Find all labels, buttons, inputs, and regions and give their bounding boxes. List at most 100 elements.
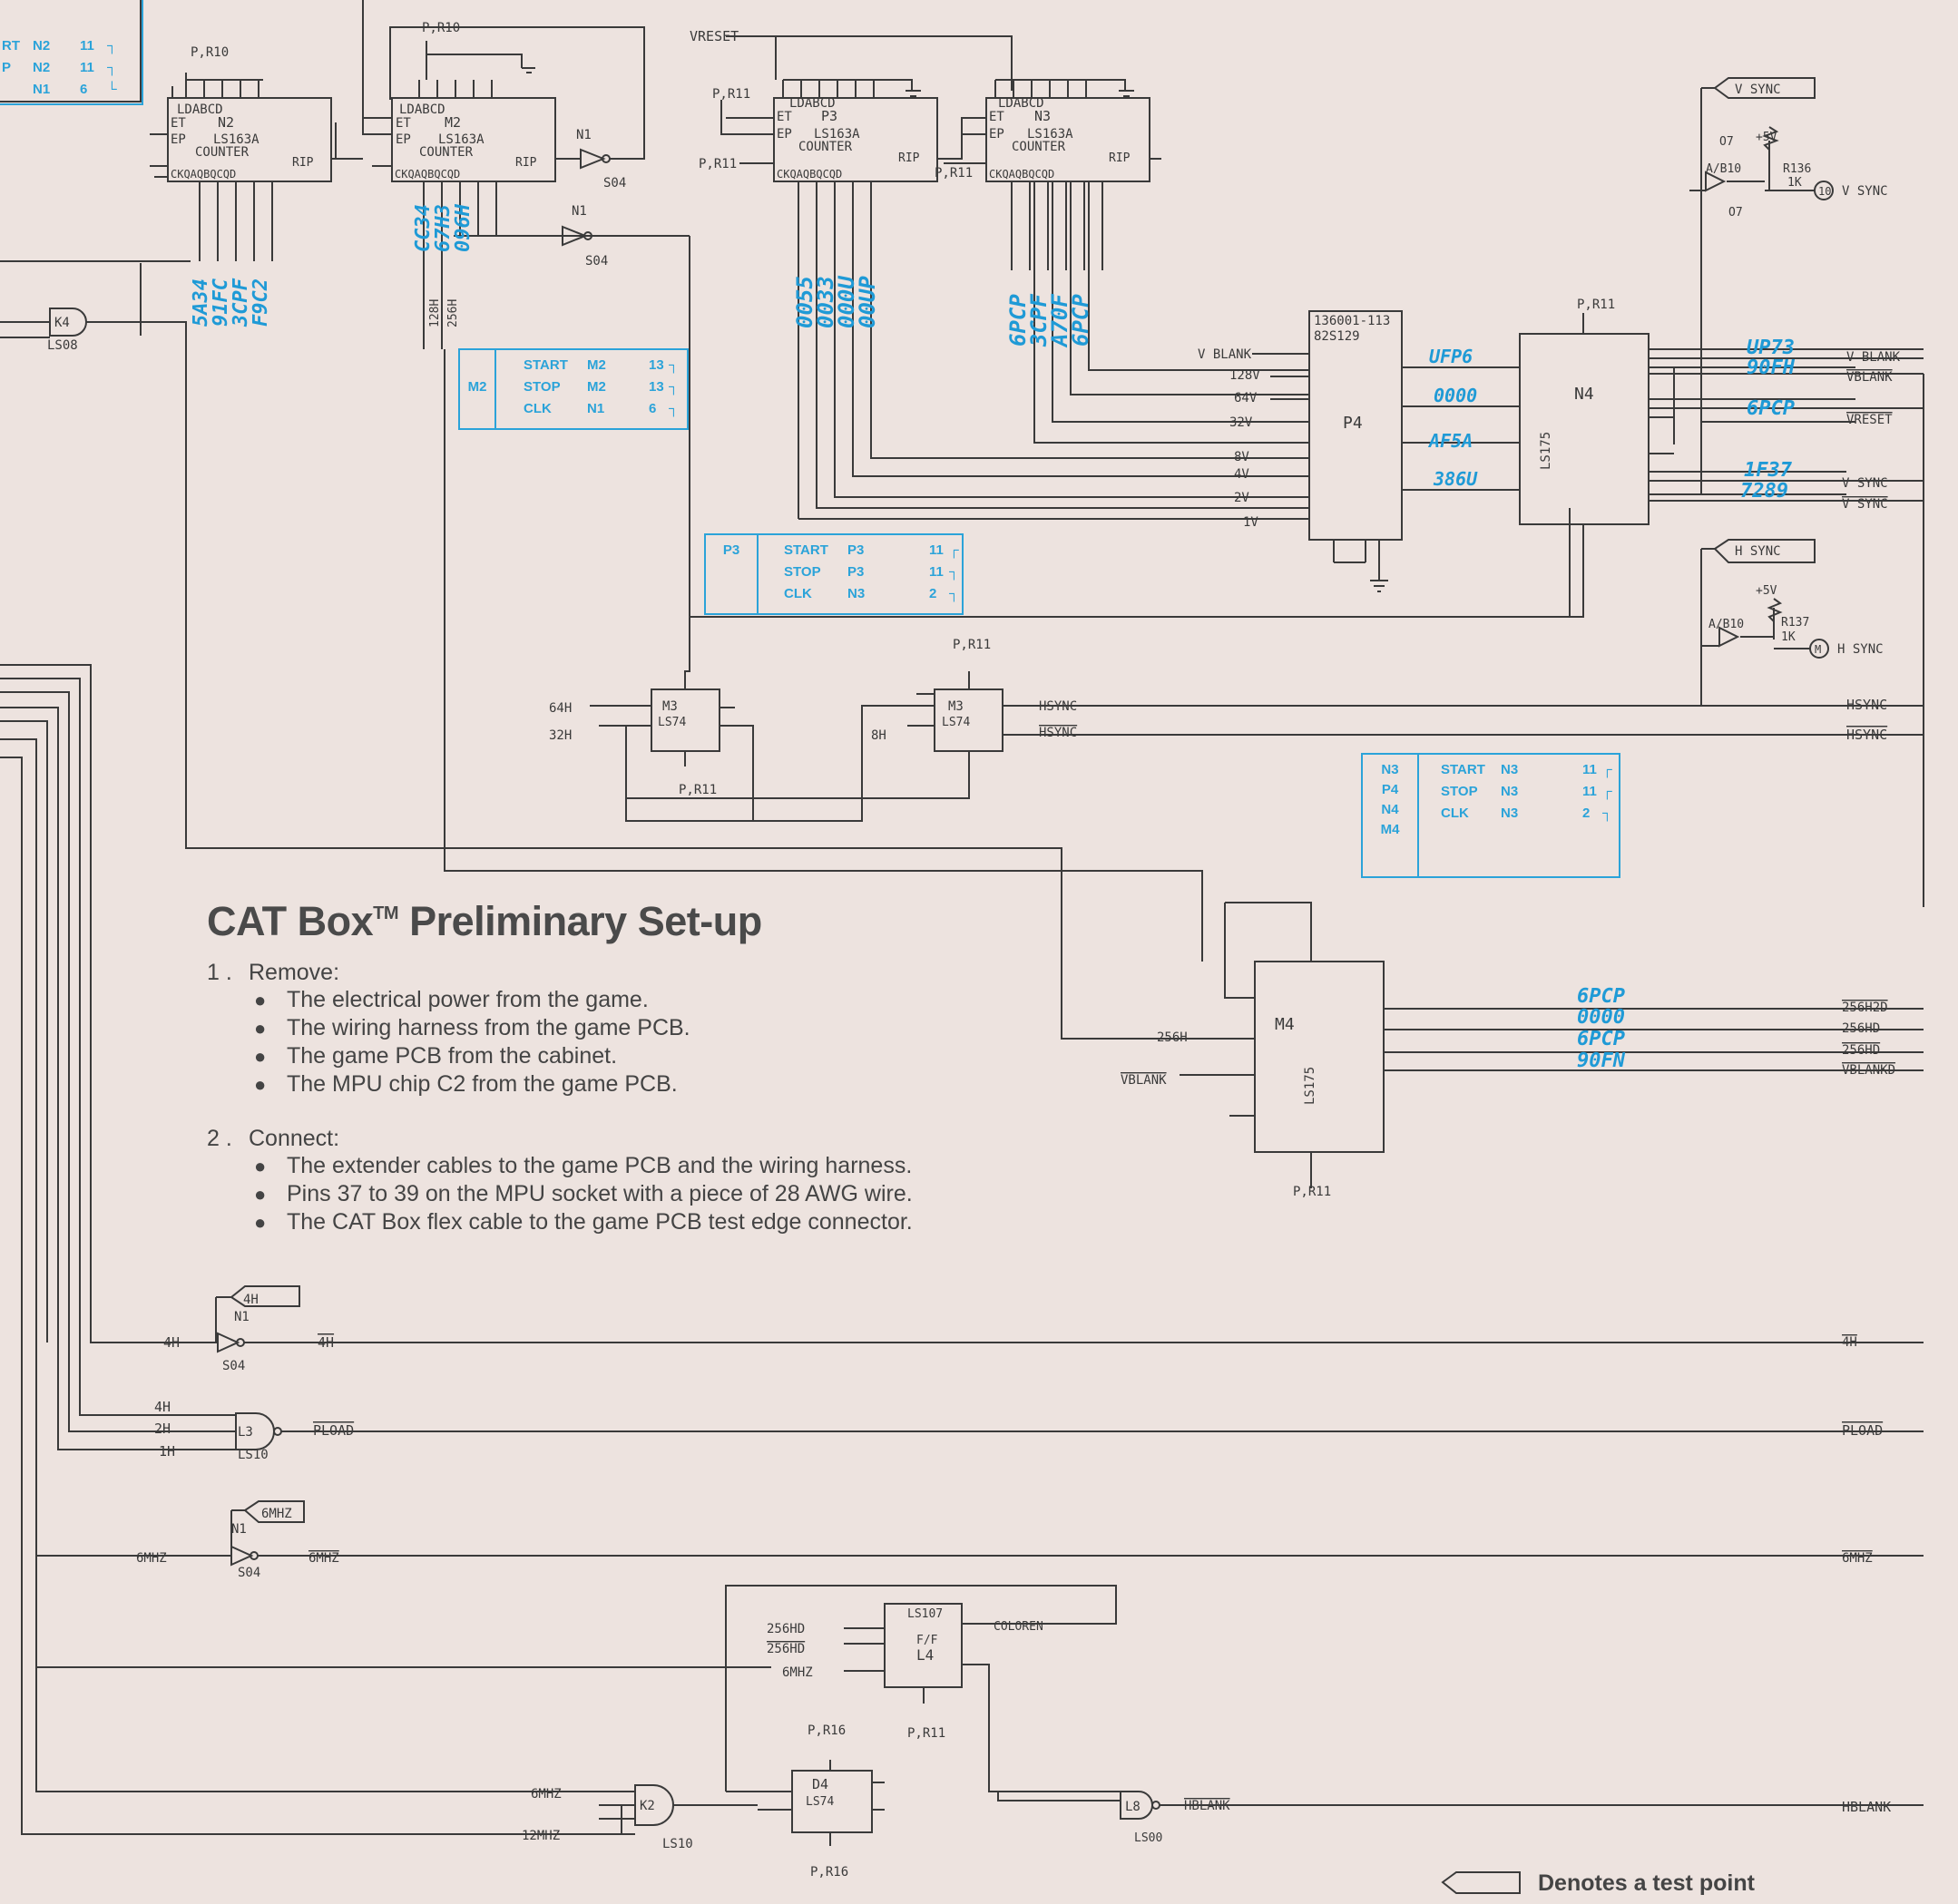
label-6mhz-k2: 6MHZ	[531, 1787, 562, 1801]
gate-n1-4h-label: N1	[234, 1310, 250, 1324]
label-4h-l3: 4H	[154, 1399, 171, 1415]
label-pr11-m4: P,R11	[1293, 1185, 1331, 1199]
label-hsync-mid: HSYNC	[1039, 699, 1077, 714]
test-point-6mhz: 6MHZ	[261, 1507, 292, 1521]
setup-step-1-item: The wiring harness from the game PCB.	[254, 1014, 1023, 1042]
chip-d4-name: D4	[812, 1776, 828, 1792]
signature-group: 5A34 91FC 3CPF F9C2 CC34 67H3 096H 0055 …	[190, 203, 1796, 1072]
chip-m3b-name: M3	[948, 699, 964, 714]
chip-l4	[725, 1585, 1121, 1801]
chip-n2-type: LS163A	[213, 132, 259, 147]
chip-m3b	[626, 671, 1016, 799]
label-r136: R136	[1783, 162, 1811, 176]
svg-text:CKQAQBQCQD: CKQAQBQCQD	[777, 168, 842, 181]
label-pr16-top: P,R16	[808, 1723, 846, 1738]
setup-title: CAT BoxTM Preliminary Set-up	[207, 898, 762, 944]
svg-text:EP: EP	[989, 127, 1004, 142]
label-6mhz-l4: 6MHZ	[782, 1665, 813, 1680]
probe-box-n3-label-1: P4	[1381, 782, 1399, 797]
chip-n3-type: LS163A	[1027, 127, 1073, 142]
chip-n4	[690, 313, 1924, 618]
out-hsync: HSYNC	[1846, 697, 1887, 713]
sig-p3-3: 00UP	[855, 276, 880, 328]
svg-text:ET: ET	[396, 116, 411, 131]
label-32h: 32H	[549, 728, 572, 743]
label-5v-vsync: +5V	[1756, 131, 1777, 144]
label-4h-out: 4H	[318, 1334, 334, 1351]
svg-text:EP: EP	[171, 132, 186, 147]
chip-m3b-type: LS74	[942, 716, 970, 729]
sig-n3-3: 6PCP	[1068, 294, 1093, 347]
sig-n2-3: F9C2	[250, 278, 272, 327]
label-256hd-l4: 256HD	[767, 1622, 805, 1636]
chip-l4-sub: F/F	[916, 1634, 938, 1647]
svg-text:RIP: RIP	[292, 156, 314, 170]
label-pr11-n3: P,R11	[935, 166, 973, 181]
gate-l8-label: L8	[1125, 1800, 1141, 1814]
probe-box-n3-label-3: M4	[1380, 822, 1400, 837]
label-pr11-p3: P,R11	[712, 87, 750, 102]
setup-step-2-item: Pins 37 to 39 on the MPU socket with a p…	[254, 1180, 1023, 1208]
svg-text:ET: ET	[989, 110, 1004, 124]
chip-n3-name: N3	[1034, 108, 1051, 124]
label-vsync-tp: V SYNC	[1842, 184, 1888, 199]
svg-text:LDABCD: LDABCD	[789, 96, 836, 111]
chip-p4-name: P4	[1343, 414, 1363, 433]
label-256hd-n-l4: 256HD	[767, 1642, 805, 1656]
sig-p4-0: UFP6	[1429, 346, 1473, 367]
chip-p3	[720, 35, 986, 519]
gate-ls10-label: LS10	[238, 1448, 269, 1462]
svg-text:EP: EP	[777, 127, 792, 142]
svg-text:RIP: RIP	[515, 156, 537, 170]
label-hsync-tp: H SYNC	[1837, 642, 1884, 657]
svg-text:EP: EP	[396, 132, 411, 147]
label-6mhz-in: 6MHZ	[136, 1551, 167, 1566]
out-6mhz: 6MHZ	[1842, 1551, 1873, 1566]
label-pr11-p3b: P,R11	[699, 157, 737, 171]
gate-ls08-label: LS08	[47, 338, 78, 353]
label-128h: 128H	[428, 299, 442, 327]
sig-n3-2: A70F	[1047, 294, 1072, 348]
label-4h-in: 4H	[163, 1334, 180, 1351]
gate-l3-label: L3	[238, 1425, 253, 1440]
label-64h: 64H	[549, 701, 572, 716]
setup-step-1-item: The game PCB from the cabinet.	[254, 1042, 1023, 1070]
sig-m4-2: 6PCP	[1577, 1028, 1625, 1050]
chip-n2	[150, 73, 363, 261]
label-pr11-m3a: P,R11	[679, 783, 717, 797]
label-8h: 8H	[871, 728, 886, 743]
label-o7-bottom: O7	[1728, 206, 1743, 220]
sig-m4-1: 0000	[1577, 1006, 1625, 1029]
svg-text:M: M	[1815, 643, 1821, 656]
chip-m2-type: LS163A	[438, 132, 485, 147]
out-hsync-n: HSYNC	[1846, 727, 1887, 743]
out-vsync-n: V SYNC	[1842, 497, 1888, 512]
label-1h: 1H	[159, 1443, 175, 1460]
label-4v: 4V	[1234, 467, 1249, 482]
chip-m4	[1061, 902, 1924, 1188]
legend-text: Denotes a test point	[1538, 1870, 1755, 1896]
sig-n3-0: 6PCP	[1005, 294, 1031, 347]
gate-s04-4h-label: S04	[222, 1359, 245, 1373]
chip-n4-type: LS175	[1539, 432, 1553, 470]
label-pr11-n4: P,R11	[1577, 298, 1615, 312]
gate-s04-6mhz-label: S04	[238, 1566, 260, 1580]
out-vreset-n: VRESET	[1846, 413, 1893, 427]
out-pload: PLOAD	[1842, 1422, 1883, 1439]
out-4h: 4H	[1842, 1335, 1857, 1350]
label-r137: R137	[1781, 616, 1809, 630]
label-128v: 128V	[1229, 368, 1260, 383]
out-vblankd: VBLANKD	[1842, 1063, 1895, 1078]
chip-l4-name: L4	[916, 1646, 934, 1664]
gate-s04-label-2: S04	[585, 254, 608, 269]
chip-n2-sub: COUNTER	[195, 145, 250, 160]
label-1k-vsync: 1K	[1787, 176, 1802, 190]
sig-m2-0: CC34	[412, 204, 435, 252]
